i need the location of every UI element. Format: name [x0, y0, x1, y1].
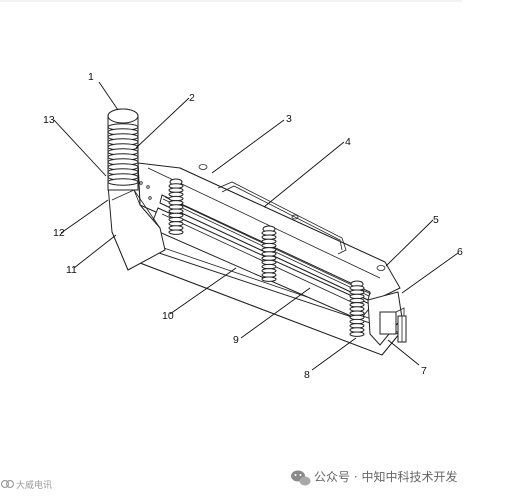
spring [261, 225, 277, 282]
label-1: 1 [88, 71, 94, 83]
label-9: 9 [233, 334, 239, 346]
label-2: 2 [189, 92, 195, 104]
link-icon [0, 479, 15, 489]
label-13: 13 [43, 114, 55, 126]
label-7: 7 [421, 365, 427, 377]
spring-coil [349, 331, 365, 337]
end-block [367, 291, 407, 346]
knob-spring-coils [107, 123, 139, 186]
corner-text: 大威电讯 [16, 479, 52, 491]
watermark-brand: 公众号 · 中知中科技术开发 [291, 469, 457, 486]
spring-columns [168, 178, 365, 337]
spring-coil [168, 229, 184, 235]
spring-coil [107, 178, 139, 186]
label-12: 12 [53, 227, 65, 239]
label-6: 6 [457, 246, 463, 258]
label-3: 3 [286, 113, 292, 125]
spring [349, 280, 365, 337]
label-11: 11 [66, 264, 77, 276]
label-4: 4 [345, 136, 351, 148]
watermark-corner: 大威电讯 [0, 479, 52, 491]
label-5: 5 [433, 214, 439, 226]
spring-coil [261, 276, 277, 282]
label-10: 10 [162, 310, 174, 322]
brand-text: 公众号 · 中知中科技术开发 [314, 469, 457, 484]
wechat-icon [291, 470, 311, 486]
base-channel [139, 245, 401, 356]
part-labels: 1 2 3 4 5 6 7 8 9 10 11 12 13 [43, 71, 463, 381]
label-8: 8 [304, 369, 310, 381]
leader-lines [53, 81, 459, 371]
spring [168, 178, 184, 235]
